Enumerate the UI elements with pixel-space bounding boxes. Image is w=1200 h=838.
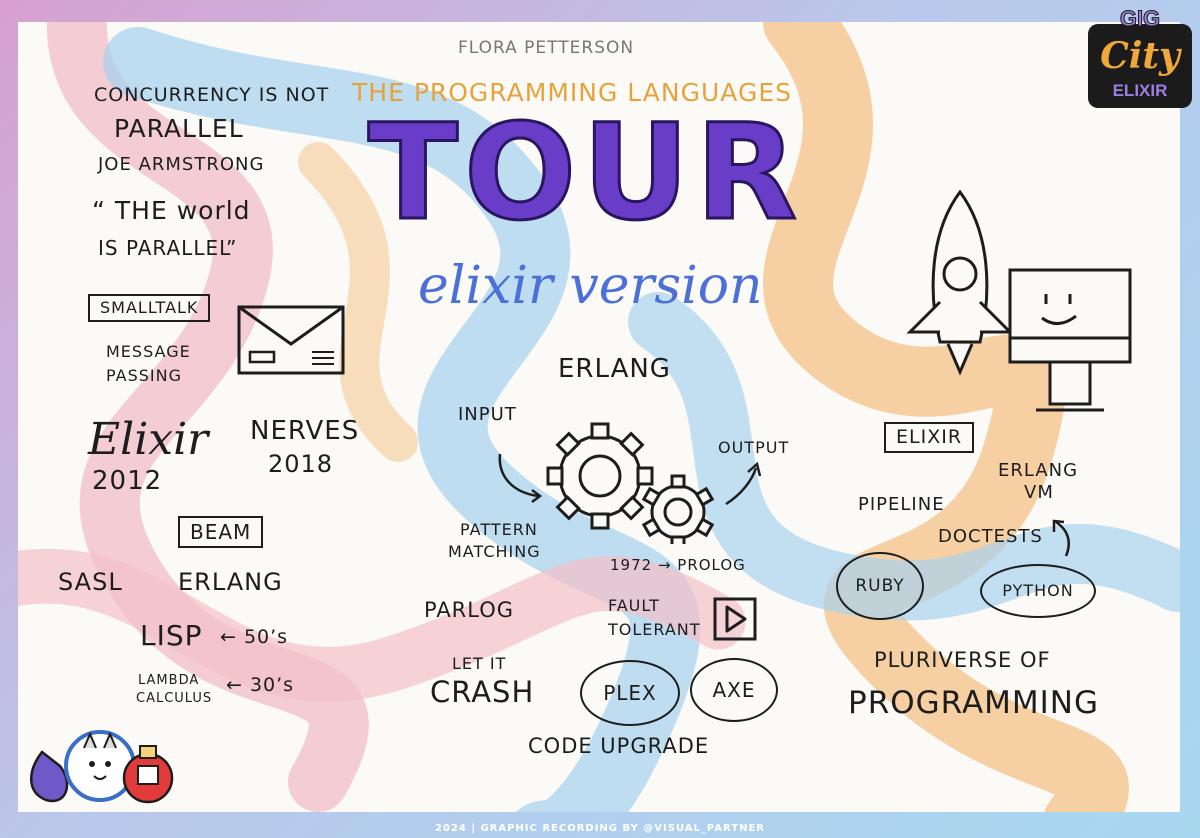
lambda-label: LAMBDA xyxy=(138,673,200,688)
fault-label: FAULT xyxy=(608,596,660,615)
pipeline-label: PIPELINE xyxy=(858,494,945,515)
envelope-icon xyxy=(237,305,345,375)
footer-credit: 2024 | GRAPHIC RECORDING BY @VISUAL_PART… xyxy=(435,823,765,834)
beam-box: BEAM xyxy=(178,516,264,548)
author-name: FLORA PETTERSON xyxy=(458,38,635,58)
python-oval: PYTHON xyxy=(980,564,1096,618)
main-title: TOUR xyxy=(366,96,804,250)
calculus-label: CALCULUS xyxy=(136,691,213,706)
elixir-box: ELIXIR xyxy=(884,422,975,453)
lisp-label: LISP xyxy=(140,619,203,652)
erlang-center-label: ERLANG xyxy=(558,354,671,384)
play-icon xyxy=(713,597,757,641)
matching-label: MATCHING xyxy=(448,542,541,561)
pluriverse-line-2: PROGRAMMING xyxy=(848,685,1099,721)
smalltalk-box: SMALLTALK xyxy=(88,294,211,322)
quote-line-2: PARALLEL xyxy=(114,114,244,143)
version-title: elixir version xyxy=(418,256,763,316)
quote-line-1: CONCURRENCY IS NOT xyxy=(94,84,330,106)
logo-line-3: ELIXIR xyxy=(1113,81,1168,100)
input-label: INPUT xyxy=(458,404,517,425)
message-label: MESSAGE xyxy=(106,342,191,361)
elixir-year: 2012 xyxy=(92,466,163,496)
prolog-label: 1972 → PROLOG xyxy=(610,556,746,574)
logo-line-2: City xyxy=(1100,35,1182,77)
nerves-year: 2018 xyxy=(268,450,334,478)
erlang-vm-label-1: ERLANG xyxy=(998,460,1079,481)
axe-oval: AXE xyxy=(690,658,778,722)
erlang-vm-label-2: VM xyxy=(1024,482,1054,503)
code-upgrade-label: CODE UPGRADE xyxy=(528,734,710,758)
subtitle: THE PROGRAMMING LANGUAGES xyxy=(352,78,792,107)
quote-text-1: “ THE world xyxy=(92,196,251,225)
let-it-label: LET IT xyxy=(452,654,507,673)
ruby-oval: RUBY xyxy=(836,552,924,620)
pluriverse-line-1: PLURIVERSE OF xyxy=(874,648,1051,672)
logo-line-1: GIG xyxy=(1120,6,1160,31)
quote-text-2: IS PARALLEL” xyxy=(98,236,238,260)
parlog-label: PARLOG xyxy=(424,598,515,622)
canvas: FLORA PETTERSON THE PROGRAMMING LANGUAGE… xyxy=(18,22,1180,812)
passing-label: PASSING xyxy=(106,366,182,385)
sasl-label: SASL xyxy=(58,568,123,596)
crash-label: CRASH xyxy=(430,675,535,709)
quote-person: JOE ARMSTRONG xyxy=(98,154,265,175)
mascot-badge-icon xyxy=(30,730,174,804)
fifties-label: ← 50’s xyxy=(220,626,289,648)
rocket-icon xyxy=(906,189,1014,376)
nerves-label: NERVES xyxy=(250,416,360,446)
doctests-label: DOCTESTS xyxy=(938,526,1043,547)
gears-icon xyxy=(498,422,762,544)
erlang-left-label: ERLANG xyxy=(178,568,283,596)
elixir-script: Elixir xyxy=(88,414,209,465)
output-label: OUTPUT xyxy=(718,438,790,457)
pattern-label: PATTERN xyxy=(460,520,538,539)
thirties-label: ← 30’s xyxy=(226,674,295,696)
computer-icon xyxy=(1008,268,1132,412)
curved-arrow-icon xyxy=(1052,519,1070,557)
tolerant-label: TOLERANT xyxy=(608,620,701,639)
plex-oval: PLEX xyxy=(580,660,680,726)
gig-city-elixir-logo: GIG City ELIXIR xyxy=(1088,6,1192,108)
